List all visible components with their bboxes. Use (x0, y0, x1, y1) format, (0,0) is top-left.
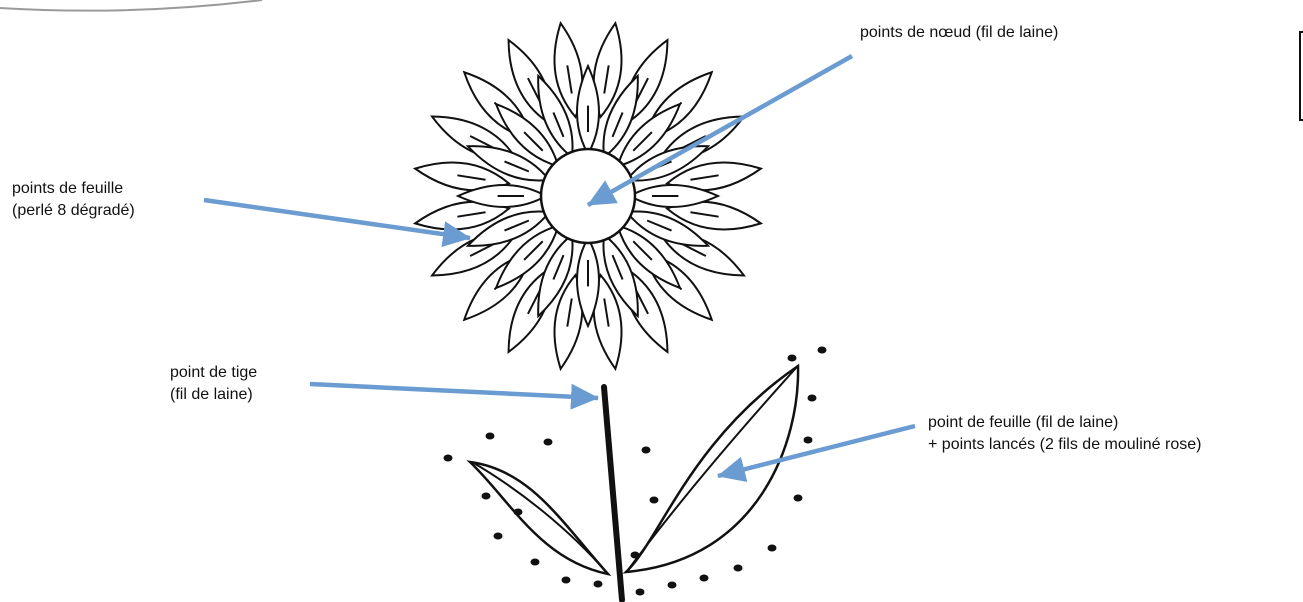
label-stem-line1: point de tige (170, 362, 257, 384)
label-petals-line2: (perlé 8 dégradé) (12, 200, 135, 222)
knot-dot (734, 565, 743, 572)
knot-dot (486, 433, 495, 440)
arrow-leaf (718, 426, 915, 476)
knot-dot (562, 577, 571, 584)
label-leaf-line1: point de feuille (fil de laine) (928, 412, 1201, 434)
knot-dot (700, 575, 709, 582)
knot-dot (594, 581, 603, 588)
label-centre-line1: points de nœud (fil de laine) (860, 22, 1058, 44)
label-stem-line2: (fil de laine) (170, 384, 257, 406)
label-leaf-line2: + points lancés (2 fils de mouliné rose) (928, 434, 1201, 456)
frame-arc-top-left (0, 0, 262, 11)
stem (604, 387, 622, 600)
knot-dot (444, 455, 453, 462)
left-leaf (470, 462, 608, 574)
right-leaf (626, 366, 798, 572)
left-leaf-vein (472, 462, 608, 574)
arrow-stem (310, 384, 598, 398)
label-stem: point de tige (fil de laine) (170, 362, 257, 406)
knot-dot (482, 493, 491, 500)
knot-dot (631, 552, 640, 559)
knot-dot (494, 533, 503, 540)
label-petals-line1: points de feuille (12, 178, 135, 200)
flower-centre (541, 149, 635, 243)
knot-dot (808, 395, 817, 402)
knot-dot (768, 545, 777, 552)
knot-dot (668, 582, 677, 589)
right-leaf-vein (628, 368, 796, 570)
knot-dot (636, 589, 645, 596)
knot-dot (650, 497, 659, 504)
knot-dot (642, 447, 651, 454)
label-leaf: point de feuille (fil de laine) + points… (928, 412, 1201, 456)
label-petals: points de feuille (perlé 8 dégradé) (12, 178, 135, 222)
knot-dot (544, 439, 553, 446)
knot-dot (514, 509, 523, 516)
knot-dot (788, 355, 797, 362)
knot-dot (818, 347, 827, 354)
knot-dot (531, 559, 540, 566)
label-centre: points de nœud (fil de laine) (860, 22, 1058, 44)
knot-dot (794, 495, 803, 502)
knot-dot (804, 437, 813, 444)
